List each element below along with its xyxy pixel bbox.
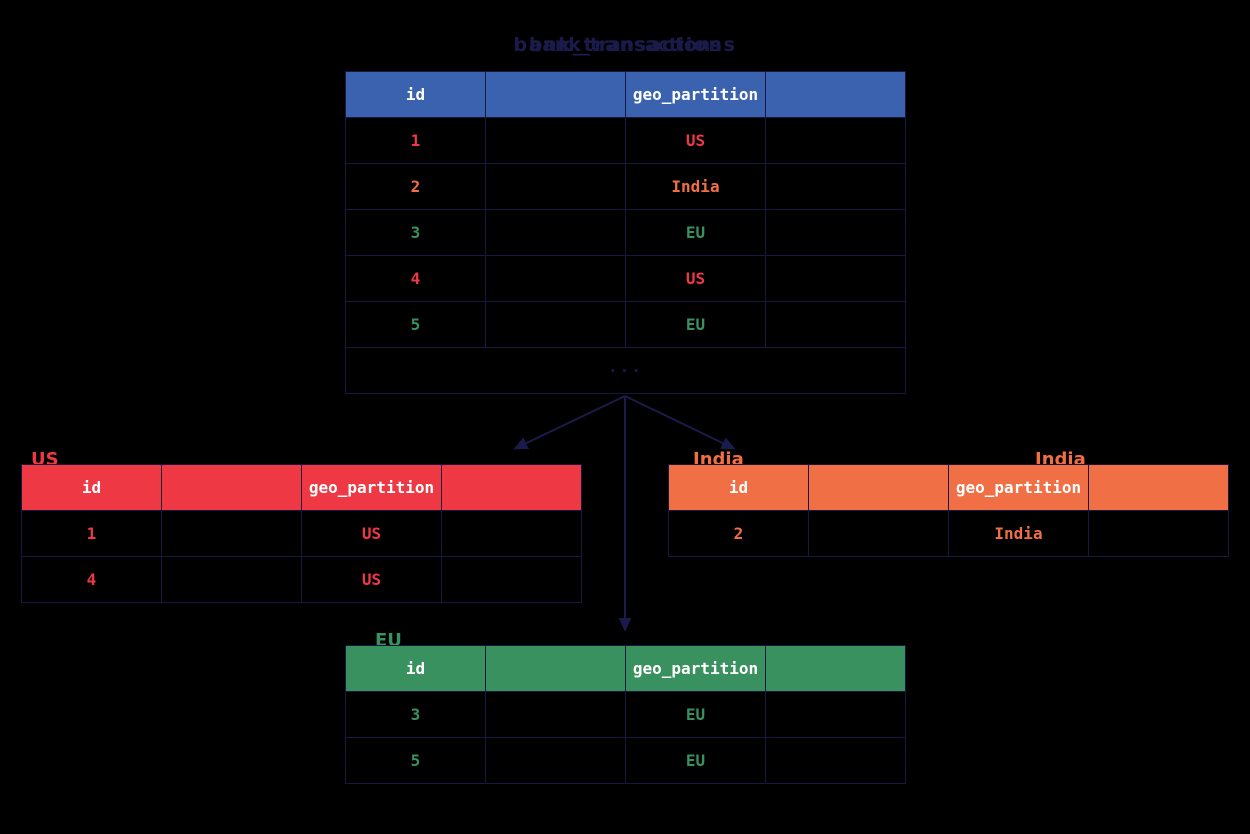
cell-blank-1 <box>485 117 626 164</box>
table-row: 4 US <box>345 255 906 302</box>
cell-blank-2 <box>1088 510 1229 557</box>
cell-id: 3 <box>345 209 486 256</box>
cell-blank-2 <box>765 163 906 210</box>
cell-id: 5 <box>345 301 486 348</box>
column-header-geo-partition: geo_partition <box>948 464 1089 511</box>
cell-blank-1 <box>485 209 626 256</box>
cell-blank-1 <box>485 691 626 738</box>
table-header-row: id geo_partition <box>345 645 906 692</box>
column-header-blank-1 <box>808 464 949 511</box>
more-rows-ellipsis: ··· <box>345 347 906 394</box>
table-header-row: id geo_partition <box>21 464 582 511</box>
column-header-blank-2 <box>765 645 906 692</box>
column-header-blank-1 <box>485 71 626 118</box>
column-header-geo-partition: geo_partition <box>625 645 766 692</box>
table-row: 5 EU <box>345 737 906 784</box>
table-row: 3 EU <box>345 691 906 738</box>
cell-id: 2 <box>345 163 486 210</box>
source-table: id geo_partition 1 US 2 India 3 <box>345 71 906 394</box>
column-header-blank-1 <box>485 645 626 692</box>
cell-blank-2 <box>765 255 906 302</box>
cell-geo-partition: US <box>301 510 442 557</box>
cell-id: 1 <box>21 510 162 557</box>
us-partition-table: id geo_partition 1 US 4 US <box>21 464 582 603</box>
cell-blank-1 <box>485 163 626 210</box>
cell-id: 5 <box>345 737 486 784</box>
table-row: 1 US <box>345 117 906 164</box>
cell-blank-1 <box>485 301 626 348</box>
column-header-id: id <box>21 464 162 511</box>
table-row: 3 EU <box>345 209 906 256</box>
page-title: bank_transactions <box>528 34 722 56</box>
eu-partition-table: id geo_partition 3 EU 5 EU <box>345 645 906 784</box>
cell-geo-partition: US <box>301 556 442 603</box>
column-header-blank-2 <box>765 71 906 118</box>
cell-geo-partition: US <box>625 255 766 302</box>
cell-geo-partition: EU <box>625 691 766 738</box>
column-header-id: id <box>345 71 486 118</box>
page-title-overlay: bank_transactions <box>513 34 737 56</box>
cell-blank-1 <box>485 255 626 302</box>
table-row: 2 India <box>668 510 1229 557</box>
cell-geo-partition: EU <box>625 209 766 256</box>
cell-blank-2 <box>441 510 582 557</box>
cell-blank-2 <box>765 737 906 784</box>
cell-blank-1 <box>161 556 302 603</box>
cell-blank-1 <box>161 510 302 557</box>
column-header-geo-partition: geo_partition <box>301 464 442 511</box>
table-row: 4 US <box>21 556 582 603</box>
cell-id: 3 <box>345 691 486 738</box>
column-header-id: id <box>668 464 809 511</box>
india-partition-table: id geo_partition 2 India <box>668 464 1229 557</box>
column-header-blank-1 <box>161 464 302 511</box>
cell-geo-partition: India <box>948 510 1089 557</box>
column-header-geo-partition: geo_partition <box>625 71 766 118</box>
arrow-to-us <box>513 395 626 450</box>
table-row: 2 India <box>345 163 906 210</box>
cell-id: 1 <box>345 117 486 164</box>
cell-geo-partition: EU <box>625 301 766 348</box>
cell-geo-partition: India <box>625 163 766 210</box>
table-row-more: ··· <box>345 347 906 394</box>
table-row: 1 US <box>21 510 582 557</box>
cell-blank-2 <box>765 691 906 738</box>
cell-id: 4 <box>345 255 486 302</box>
column-header-blank-2 <box>441 464 582 511</box>
table-row: 5 EU <box>345 301 906 348</box>
cell-blank-2 <box>765 301 906 348</box>
cell-geo-partition: US <box>625 117 766 164</box>
cell-id: 2 <box>668 510 809 557</box>
arrow-to-india <box>624 395 736 450</box>
table-header-row: id geo_partition <box>668 464 1229 511</box>
cell-blank-1 <box>808 510 949 557</box>
cell-blank-2 <box>765 209 906 256</box>
cell-blank-2 <box>441 556 582 603</box>
cell-blank-1 <box>485 737 626 784</box>
cell-blank-2 <box>765 117 906 164</box>
column-header-id: id <box>345 645 486 692</box>
table-header-row: id geo_partition <box>345 71 906 118</box>
column-header-blank-2 <box>1088 464 1229 511</box>
cell-id: 4 <box>21 556 162 603</box>
cell-geo-partition: EU <box>625 737 766 784</box>
